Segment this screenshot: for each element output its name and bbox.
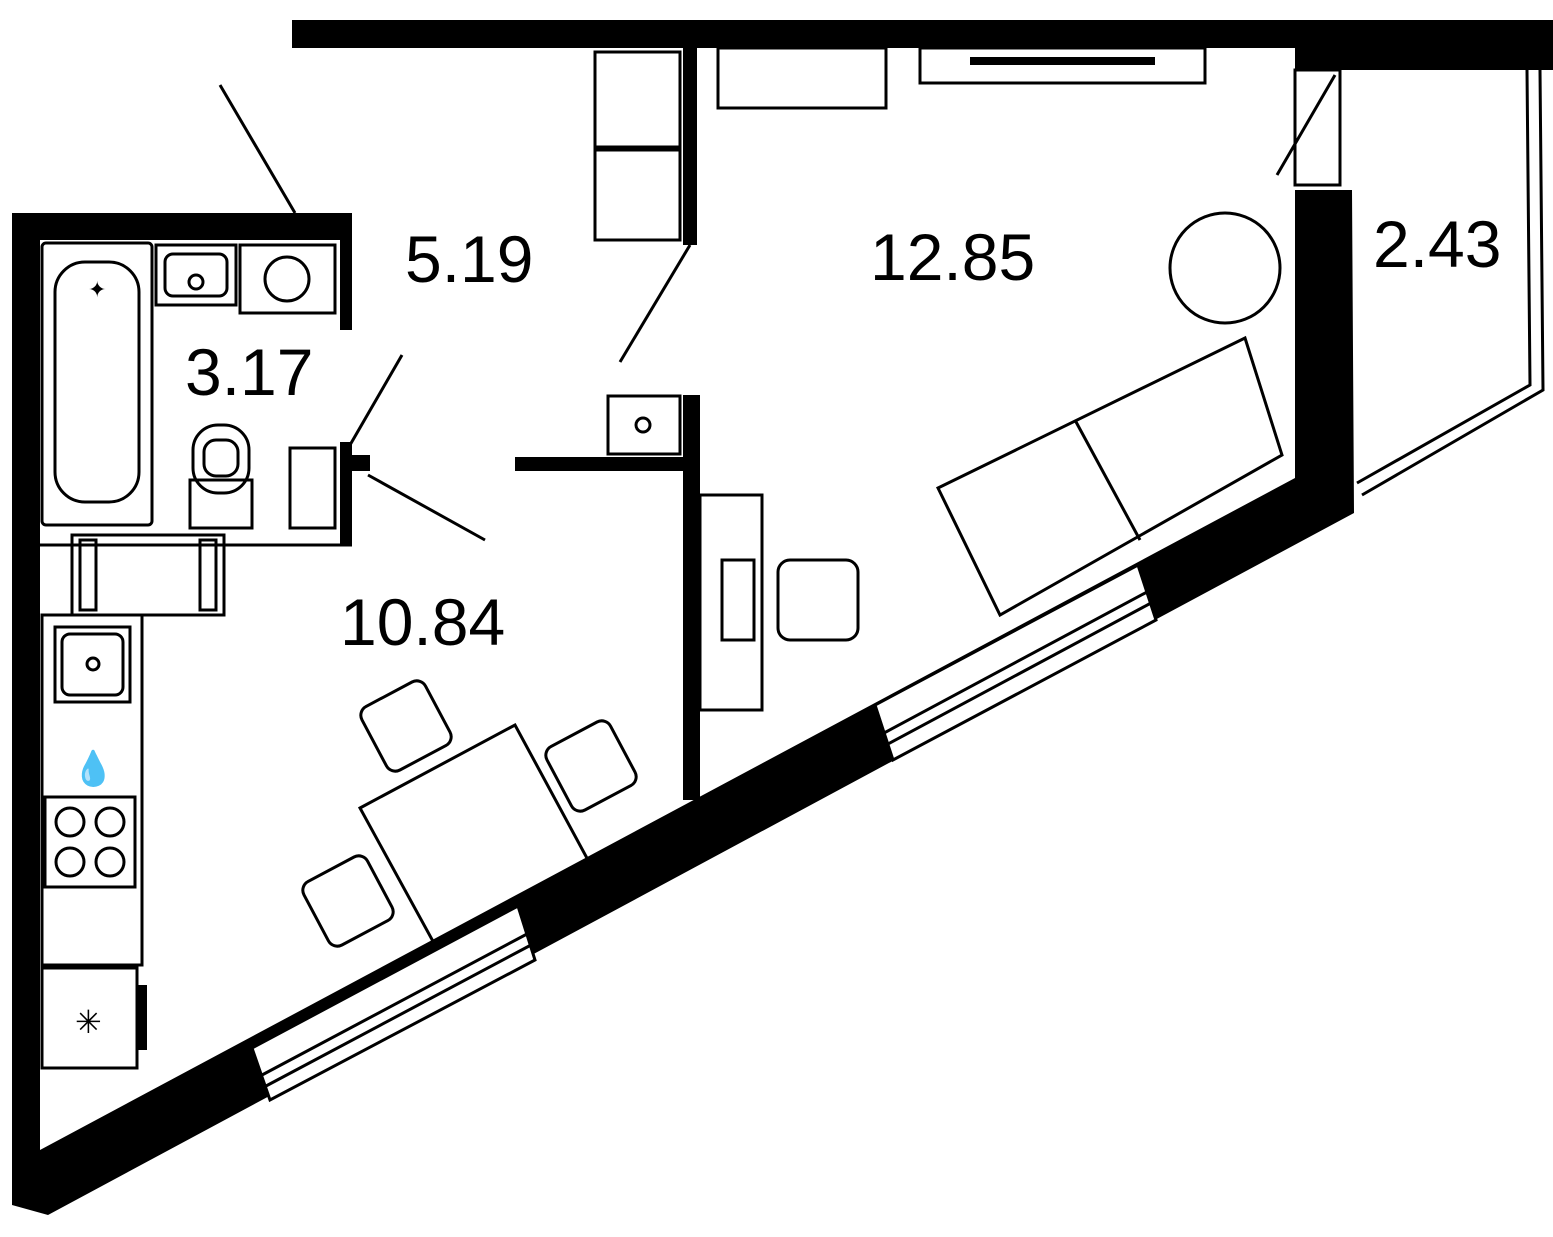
kitchen-sink <box>53 625 132 704</box>
sofa <box>935 335 1284 618</box>
living-furniture <box>698 46 1284 712</box>
hallway-area-label: 5.19 <box>405 222 533 296</box>
bath-sink <box>154 243 238 307</box>
hall-divider-lower <box>683 395 700 800</box>
area-labels: 5.19 12.85 2.43 3.17 10.84 <box>185 207 1501 659</box>
balcony-top-wall <box>1295 48 1553 70</box>
bathroom-area-label: 3.17 <box>185 335 313 409</box>
hallway-furniture <box>593 50 682 456</box>
door-jamb <box>352 455 370 471</box>
tv-stand <box>918 46 1207 85</box>
toilet <box>188 478 254 530</box>
walls <box>12 20 1553 1215</box>
round-table <box>1168 211 1282 325</box>
kitchen-partition <box>515 457 687 471</box>
bathroom-right-wall-upper <box>340 213 352 330</box>
hall-divider-upper <box>683 48 697 245</box>
top-wall <box>292 20 1553 48</box>
radiator <box>70 533 226 617</box>
office-chair <box>776 558 860 642</box>
bathroom-fixtures: ✦ <box>40 241 337 530</box>
kitchen-area-label: 10.84 <box>340 585 505 659</box>
balcony-glazing <box>1356 69 1532 485</box>
counter <box>40 613 144 967</box>
bathtub <box>40 241 154 527</box>
svg-text:💧: 💧 <box>72 749 114 789</box>
wardrobe <box>716 46 888 110</box>
windows <box>250 68 1545 1103</box>
desk <box>698 493 764 712</box>
washing-machine <box>238 243 337 315</box>
bathroom-top-wall <box>12 213 352 240</box>
balcony-area-label: 2.43 <box>1373 207 1501 281</box>
bathroom-right-wall-lower <box>340 442 352 545</box>
outer-wall <box>12 190 1354 1215</box>
living-room-area-label: 12.85 <box>870 220 1035 294</box>
kitchen-furniture: 💧 ✳ <box>40 533 638 1070</box>
dining-table <box>357 722 591 948</box>
kitchen-window <box>250 903 537 1103</box>
stove <box>43 795 137 889</box>
svg-text:✦: ✦ <box>88 278 106 303</box>
doors <box>218 84 692 542</box>
svg-text:✳: ✳ <box>75 1003 102 1041</box>
